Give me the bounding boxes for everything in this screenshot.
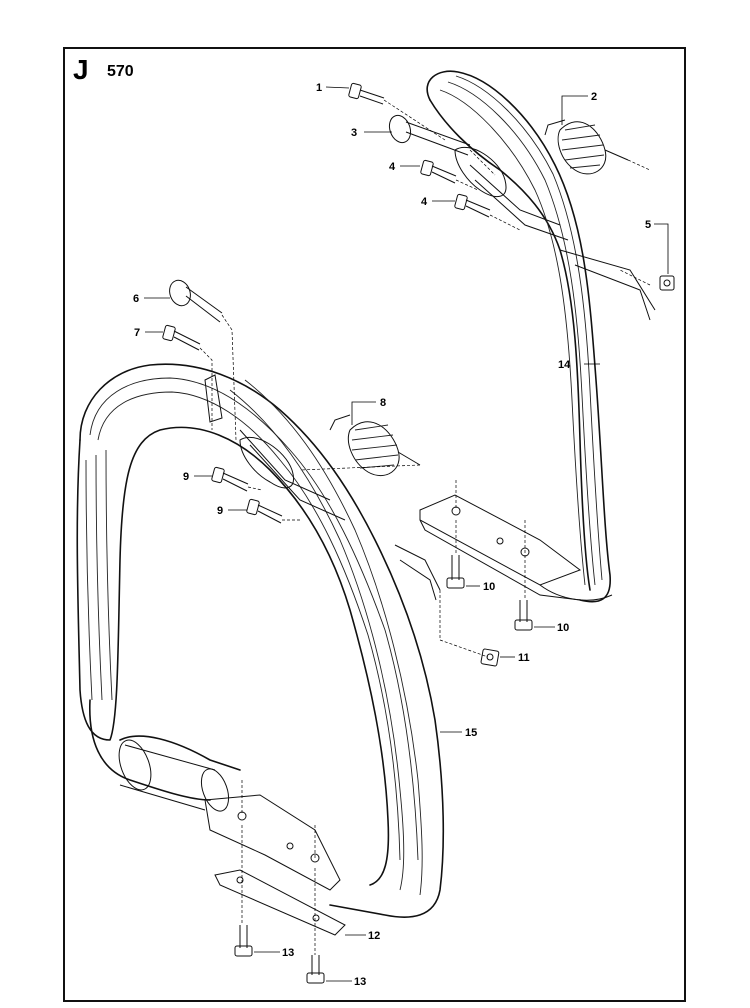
part-2-spring — [557, 121, 629, 175]
callout-15: 15 — [465, 727, 477, 739]
part-13-bolts — [234, 925, 325, 984]
callout-14: 14 — [558, 359, 571, 371]
callout-2: 2 — [591, 91, 597, 103]
callout-7: 7 — [134, 327, 140, 339]
callout-13b: 13 — [354, 976, 366, 988]
callout-9a: 9 — [183, 471, 189, 483]
callout-10a: 10 — [483, 581, 495, 593]
part-9-bolts — [211, 466, 283, 524]
diagram-frame — [63, 47, 686, 1002]
callout-5: 5 — [645, 219, 651, 231]
callout-4b: 4 — [421, 196, 428, 208]
handle-14 — [419, 70, 656, 603]
handle-15 — [76, 363, 445, 936]
section-letter: J — [73, 54, 89, 85]
part-11-nut — [480, 648, 500, 667]
alignment-lines — [199, 99, 651, 955]
callout-labels: 1 2 3 4 4 5 6 7 8 9 9 10 10 11 12 13 13 … — [133, 82, 651, 988]
callout-6: 6 — [133, 293, 139, 305]
part-8-spring — [347, 421, 421, 477]
part-4-bolts — [420, 159, 491, 218]
callout-13a: 13 — [282, 947, 294, 959]
callout-8: 8 — [380, 397, 386, 409]
part-5-nut — [659, 275, 675, 291]
part-6-bolt-washer — [169, 279, 223, 323]
part-7-bolt — [162, 324, 201, 351]
model-number: 570 — [107, 63, 134, 80]
callout-11: 11 — [518, 652, 530, 664]
callout-10b: 10 — [557, 622, 569, 634]
part-1-bolt — [348, 82, 385, 105]
callout-3: 3 — [351, 127, 357, 139]
callout-12: 12 — [368, 930, 380, 942]
callout-4a: 4 — [389, 161, 396, 173]
leader-lines — [144, 86, 669, 982]
part-3-bolt-washer — [388, 114, 471, 156]
callout-9b: 9 — [217, 505, 223, 517]
callout-1: 1 — [316, 82, 322, 94]
part-10-bolts — [446, 555, 533, 631]
